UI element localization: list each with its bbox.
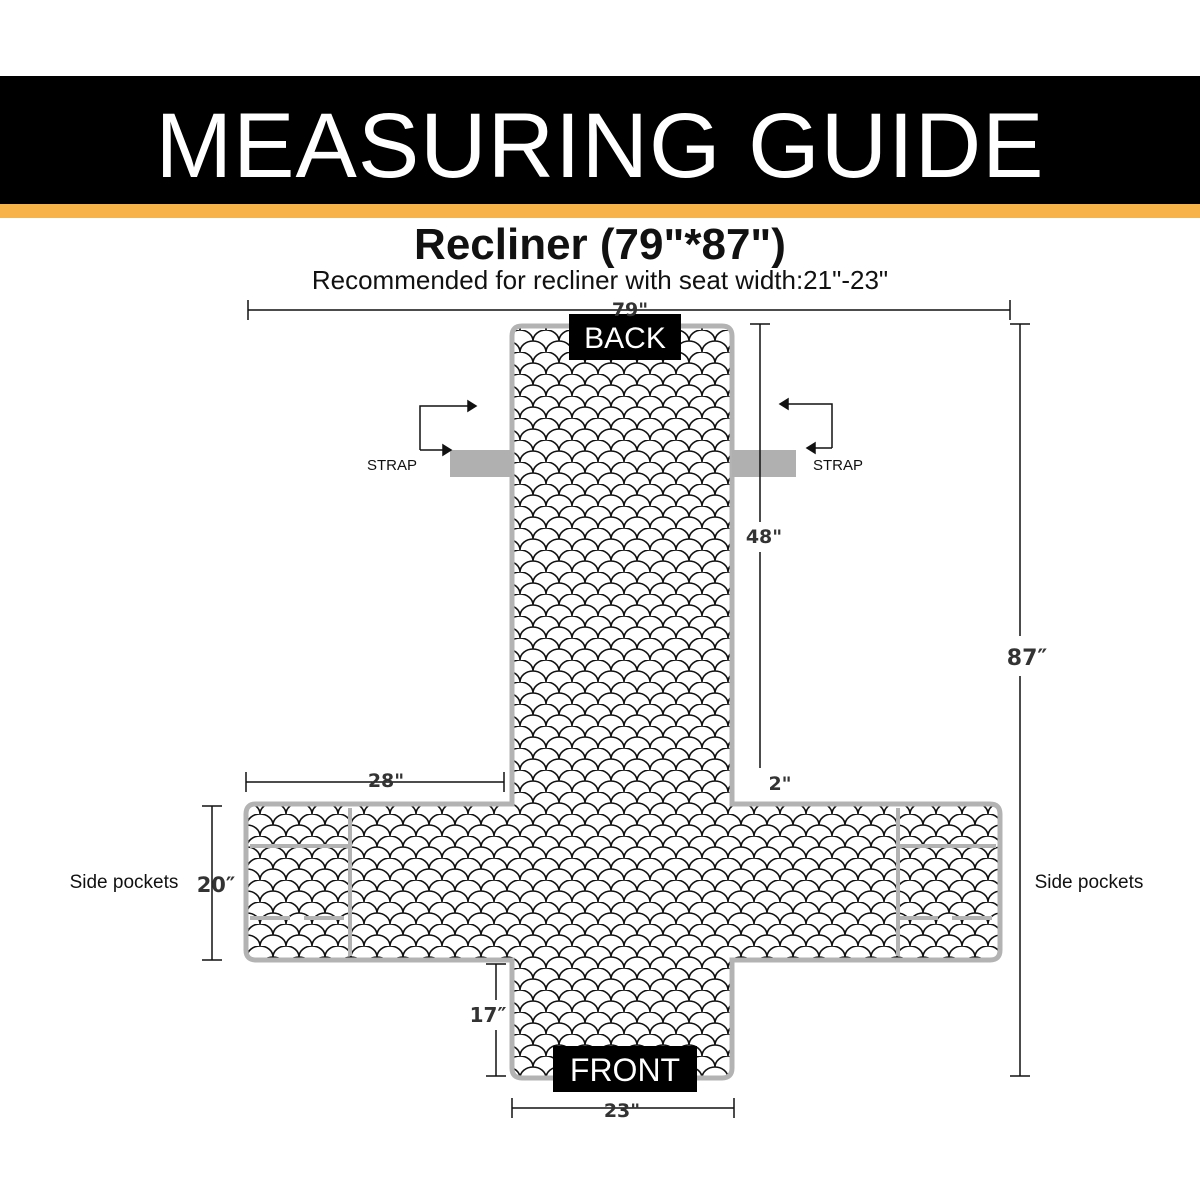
front-17-dimension-line: [486, 963, 506, 1077]
strap-right: [732, 450, 796, 477]
arm-20-dimension-line: [202, 805, 222, 961]
back-label-box: [569, 314, 681, 360]
strap-left-label: STRAP: [367, 457, 417, 474]
page-title: MEASURING GUIDE: [155, 95, 1045, 197]
width-79-label: 79": [612, 299, 648, 321]
strap-right-arrow-icon: [778, 397, 833, 455]
back-label: BACK: [584, 322, 666, 355]
seat-width-recommendation: Recommended for recliner with seat width…: [311, 265, 889, 295]
product-title: Recliner (79"*87"): [414, 220, 786, 269]
width-79-dimension-line: [247, 300, 1011, 320]
header-bar: [0, 76, 1200, 204]
front-label: FRONT: [570, 1052, 680, 1088]
length-48-label: 48": [746, 526, 782, 548]
strap-left-arrow-icon: [419, 399, 478, 457]
gap-2-label: 2": [768, 773, 791, 795]
front-label-box: [553, 1046, 697, 1092]
strap-left: [450, 450, 512, 477]
arm-28-dimension-line: [245, 772, 505, 792]
strap-right-label: STRAP: [813, 457, 863, 474]
length-48-dimension-line: [750, 323, 770, 768]
side-pockets-right-label: Side pockets: [1035, 872, 1144, 893]
length-87-dimension-line: [1010, 323, 1030, 1077]
side-pocket-right-seams: [896, 808, 996, 956]
accent-divider: [0, 204, 1200, 218]
recliner-cover-shape: [243, 323, 1003, 1081]
length-87-label: 87″: [1007, 646, 1048, 671]
seat-23-label: 23": [604, 1100, 640, 1122]
arm-20-label: 20″: [197, 873, 236, 897]
side-pockets-left-label: Side pockets: [70, 872, 179, 893]
side-pocket-left-seams: [250, 808, 352, 956]
arm-28-label: 28": [368, 770, 404, 792]
front-17-label: 17″: [470, 1003, 507, 1027]
seat-23-dimension-line: [511, 1098, 735, 1118]
